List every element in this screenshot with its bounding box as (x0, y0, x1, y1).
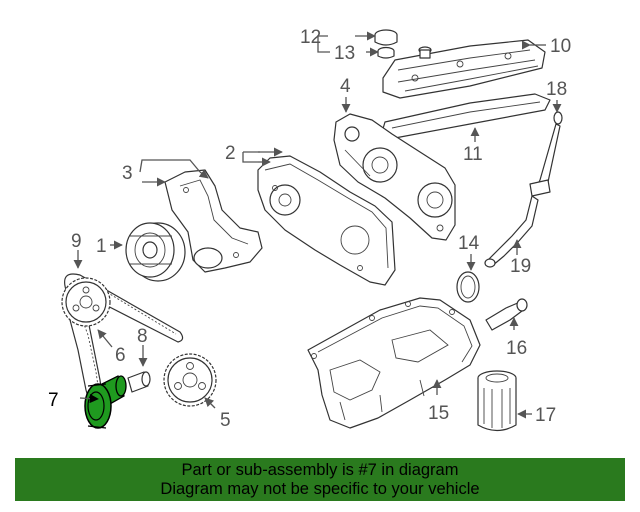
callout-15[interactable]: 15 (428, 403, 449, 424)
crankshaft-pulley[interactable] (125, 222, 186, 282)
callout-17[interactable]: 17 (535, 405, 556, 426)
oil-filler-cap[interactable] (374, 29, 398, 59)
idler-spacer[interactable] (127, 371, 151, 393)
camshaft-sprocket[interactable] (61, 277, 111, 327)
valve-cover[interactable] (382, 39, 546, 99)
callout-11[interactable]: 11 (463, 144, 483, 165)
callout-9[interactable]: 9 (71, 231, 82, 252)
outer-timing-cover[interactable] (257, 155, 396, 286)
callout-6[interactable]: 6 (115, 345, 126, 366)
valve-cover-gasket[interactable] (381, 93, 551, 139)
dipstick-tube[interactable] (484, 195, 539, 268)
callout-13[interactable]: 13 (334, 43, 355, 64)
callout-2[interactable]: 2 (225, 143, 236, 164)
oil-filter[interactable] (477, 370, 517, 432)
parts-diagram: 1 2 3 4 5 6 7 8 9 10 11 12 13 14 15 16 1… (48, 27, 571, 432)
callout-4[interactable]: 4 (340, 76, 351, 97)
inner-timing-cover[interactable] (164, 169, 263, 273)
callout-16[interactable]: 16 (506, 338, 527, 359)
banner-line-disclaimer: Diagram may not be specific to your vehi… (160, 480, 480, 498)
callout-8[interactable]: 8 (137, 326, 148, 347)
oil-strainer[interactable] (485, 298, 528, 331)
crankshaft-sprocket[interactable] (163, 353, 217, 407)
callout-3[interactable]: 3 (122, 163, 133, 184)
oil-dipstick[interactable] (529, 111, 563, 197)
callout-12[interactable]: 12 (300, 27, 321, 48)
callout-10[interactable]: 10 (550, 36, 571, 57)
oil-pan[interactable] (307, 297, 481, 429)
o-ring[interactable] (456, 271, 480, 303)
callout-7[interactable]: 7 (48, 390, 59, 411)
callout-14[interactable]: 14 (458, 233, 480, 254)
callout-19[interactable]: 19 (510, 256, 531, 277)
callout-18[interactable]: 18 (546, 79, 567, 100)
callout-5[interactable]: 5 (220, 410, 231, 431)
info-banner: Part or sub-assembly is #7 in diagram Di… (15, 458, 625, 501)
callout-1[interactable]: 1 (96, 236, 107, 257)
rear-timing-cover[interactable] (333, 113, 456, 241)
banner-line-part: Part or sub-assembly is #7 in diagram (181, 461, 459, 479)
